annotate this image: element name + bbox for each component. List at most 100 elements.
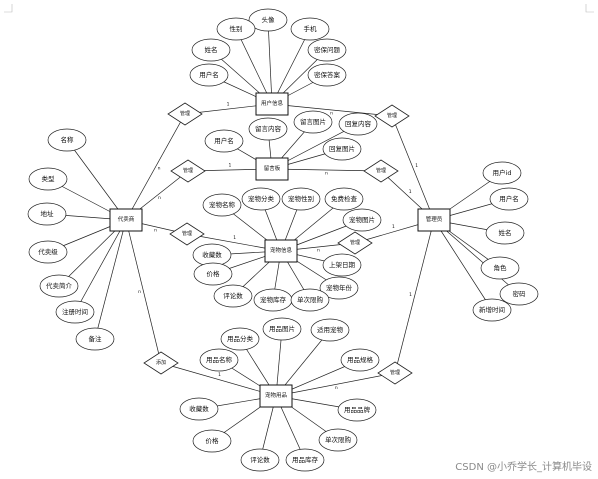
attribute-ellipse — [285, 448, 325, 472]
attribute-ellipse — [310, 318, 350, 342]
attribute-ellipse — [290, 288, 330, 312]
entity-box — [417, 208, 451, 232]
attribute-ellipse — [220, 327, 260, 351]
attribute-ellipse — [290, 17, 330, 41]
cardinality-label: 1 — [218, 372, 221, 378]
attribute-ellipse — [324, 187, 364, 211]
attribute-ellipse — [216, 17, 256, 41]
diagram-shapes: 头像性别手机姓名密保问题用户名密保答案留言内容留言图片用户名回复内容回复图片宠物… — [27, 8, 539, 472]
attribute-label: 角色 — [494, 263, 508, 272]
attribute-label: 宠物年份 — [326, 283, 353, 292]
attribute-ellipse — [482, 161, 522, 185]
attribute-label: 用品规格 — [347, 355, 374, 364]
attribute-ellipse — [213, 284, 253, 308]
attribute-label: 手机 — [304, 24, 318, 33]
cardinality-label: 1 — [409, 292, 412, 298]
cardinality-label: n — [335, 386, 338, 391]
cardinality-label: 1 — [228, 163, 231, 169]
attribute-ellipse — [241, 187, 281, 211]
relationship-label: 管理 — [182, 230, 192, 237]
attribute-ellipse — [480, 256, 520, 280]
attribute-label: 留言内容 — [255, 124, 282, 133]
attribute-ellipse — [307, 63, 347, 87]
entity-label: 管理员 — [426, 215, 443, 223]
attribute-label: 用品图片 — [269, 324, 295, 333]
relationship-label: 添加 — [156, 359, 166, 366]
attribute-ellipse — [338, 112, 378, 136]
cardinality-label: n — [138, 290, 141, 295]
cardinality-label: 1 — [415, 163, 418, 169]
attribute-label: 收藏数 — [202, 250, 222, 259]
attribute-label: 密保问题 — [314, 45, 341, 54]
attribute-label: 注册时间 — [62, 307, 88, 316]
entity-box — [259, 384, 293, 408]
attribute-ellipse — [340, 348, 380, 372]
attribute-ellipse — [28, 167, 68, 191]
relationship-link — [160, 362, 277, 397]
attribute-label: 用户名 — [499, 194, 519, 203]
relationship-diamond — [337, 231, 373, 255]
attribute-ellipse — [293, 110, 333, 134]
attribute-label: 宠物图片 — [349, 215, 375, 224]
entity-box — [255, 157, 289, 181]
cardinality-label: 1 — [392, 224, 395, 230]
entity-box — [109, 208, 143, 232]
attribute-label: 用户id — [493, 168, 512, 177]
relationship-label: 管理 — [390, 369, 400, 376]
cardinality-label: n — [154, 228, 157, 233]
attribute-link — [66, 139, 127, 221]
attribute-link — [267, 19, 273, 105]
attribute-label: 头像 — [262, 15, 276, 24]
attribute-label: 密码 — [513, 289, 527, 298]
relationship-diamond — [143, 351, 179, 375]
attribute-ellipse — [322, 137, 362, 161]
attribute-label: 宠物库存 — [260, 295, 287, 304]
attribute-label: 代卖级 — [38, 247, 58, 256]
attribute-label: 回复图片 — [329, 144, 355, 153]
attribute-link — [271, 28, 311, 105]
relationship-link — [394, 219, 435, 374]
attribute-label: 用品品牌 — [344, 405, 371, 414]
attribute-ellipse — [307, 38, 347, 62]
attribute-ellipse — [47, 128, 87, 152]
relationship-link — [125, 113, 186, 221]
watermark: CSDN @小乔学长_计算机毕设 — [455, 462, 592, 473]
relationship-label: 管理 — [376, 167, 386, 174]
attribute-ellipse — [322, 253, 362, 277]
entity-box — [255, 92, 289, 116]
attribute-label: 免费检查 — [331, 194, 358, 203]
attribute-ellipse — [204, 129, 244, 153]
relationship-link — [271, 168, 382, 172]
attribute-label: 用户名 — [199, 70, 219, 79]
relationship-diamond — [374, 104, 410, 128]
attribute-label: 用品名称 — [206, 355, 233, 364]
relationship-link — [271, 103, 393, 117]
entity-label: 留言板 — [264, 164, 281, 172]
cardinality-label: 1 — [233, 235, 236, 241]
attribute-ellipse — [485, 221, 525, 245]
attribute-label: 宠物性别 — [288, 194, 314, 203]
attribute-link — [433, 219, 520, 295]
attribute-ellipse — [191, 38, 231, 62]
attribute-ellipse — [499, 282, 539, 306]
attribute-ellipse — [199, 348, 239, 372]
attribute-label: 名称 — [61, 135, 75, 144]
attribute-label: 用品库存 — [292, 455, 319, 464]
attribute-label: 用品分类 — [227, 334, 254, 343]
cardinality-label: 1 — [227, 102, 230, 108]
attribute-ellipse — [75, 327, 115, 351]
attribute-ellipse — [193, 262, 233, 286]
attribute-ellipse — [240, 448, 280, 472]
attribute-ellipse — [192, 429, 232, 453]
attribute-label: 价格 — [206, 436, 220, 445]
relationship-label: 管理 — [183, 167, 193, 174]
cardinality-label: n — [158, 166, 161, 171]
attribute-label: 姓名 — [205, 45, 218, 54]
relationship-diamond — [170, 159, 206, 183]
relationship-link — [125, 219, 162, 364]
attribute-label: 代卖简介 — [46, 281, 73, 290]
attribute-ellipse — [489, 187, 529, 211]
attribute-link — [94, 219, 127, 340]
relationship-label: 管理 — [350, 239, 360, 246]
attribute-label: 性别 — [230, 24, 243, 33]
